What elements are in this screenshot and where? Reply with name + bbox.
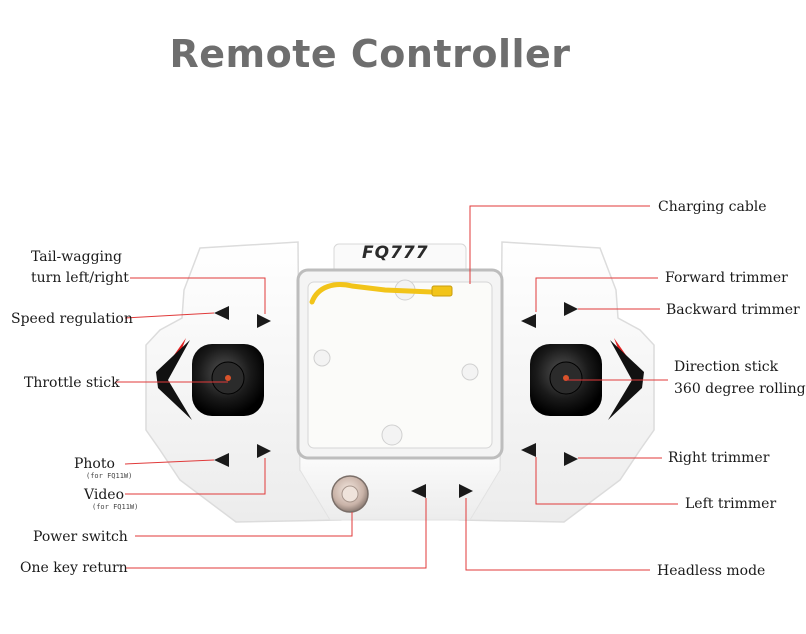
backward-trimmer-button (564, 302, 578, 316)
charging-cable (309, 282, 435, 305)
label-charging-cable: Charging cable (658, 199, 767, 215)
right-trimmer-button (564, 452, 578, 466)
label-power-switch: Power switch (33, 529, 128, 545)
label-tail-wagging-2: turn left/right (31, 270, 129, 286)
label-tail-wagging-1: Tail-wagging (31, 249, 122, 265)
cable-plug (431, 285, 453, 297)
label-one-key-return: One key return (20, 560, 128, 576)
tail-wagging-button (257, 314, 271, 328)
leader-one-key-return (126, 498, 427, 569)
leader-tail-wagging (130, 277, 266, 314)
label-headless-mode: Headless mode (657, 563, 766, 579)
label-backward-trimmer: Backward trimmer (666, 302, 800, 318)
label-photo-note: (for FQ11W) (86, 472, 133, 480)
speed-regulation-button (214, 306, 229, 320)
brand-logo: FQ777 (362, 243, 429, 263)
label-video: Video (84, 487, 125, 503)
page-title: Remote Controller (169, 32, 571, 76)
left-trimmer-button (521, 443, 536, 457)
leader-headless-mode (465, 498, 650, 571)
leader-power-switch (135, 512, 353, 537)
leader-photo (124, 459, 215, 465)
photo-button (214, 453, 229, 467)
leader-speed-regulation (124, 312, 215, 319)
label-direction-stick-1: Direction stick (674, 359, 779, 375)
phone-holder-inner (307, 281, 493, 449)
leader-forward-trimmer (535, 277, 658, 312)
label-right-trimmer: Right trimmer (668, 450, 770, 466)
left-black-accent (156, 340, 192, 420)
one-key-return-button (411, 484, 426, 498)
label-left-trimmer: Left trimmer (685, 496, 777, 512)
power-switch-center (341, 485, 359, 503)
holder-bump (381, 424, 403, 446)
leader-lines (115, 205, 678, 571)
headless-mode-button (459, 484, 473, 498)
throttle-stick-center (225, 375, 231, 381)
leader-video (125, 458, 266, 495)
leader-left-trimmer (535, 457, 678, 505)
video-button (257, 444, 271, 458)
label-speed-regulation: Speed regulation (11, 311, 133, 327)
label-photo: Photo (74, 456, 115, 472)
label-throttle-stick: Throttle stick (24, 375, 120, 391)
label-direction-stick-2: 360 degree rolling (674, 381, 806, 397)
label-forward-trimmer: Forward trimmer (665, 270, 788, 286)
holder-bump (461, 363, 479, 381)
leader-charging-cable (469, 205, 650, 284)
forward-trimmer-button (521, 314, 536, 328)
holder-bump (313, 349, 331, 367)
label-video-note: (for FQ11W) (92, 503, 139, 511)
